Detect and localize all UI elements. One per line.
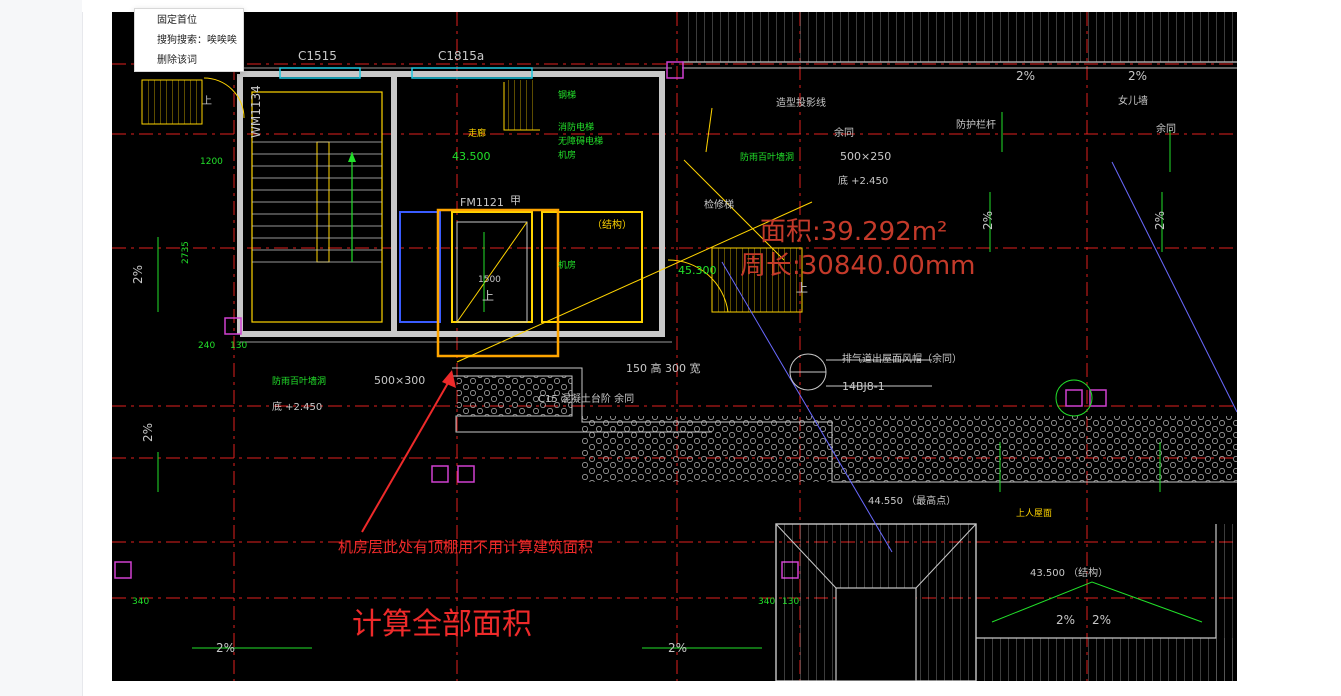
label-di-2: 底 +2.450 xyxy=(272,400,322,413)
label-up-center: 上 xyxy=(482,289,494,303)
window-c1515 xyxy=(279,67,361,79)
label-paiqi: 排气道出屋面风帽（余同） xyxy=(842,352,962,365)
paving-hatch xyxy=(582,416,1237,482)
label-c1515: C1515 xyxy=(298,49,337,63)
stair-outline xyxy=(251,91,383,323)
label-dim-240: 240 xyxy=(198,341,215,351)
label-fangyu-2: 防雨百叶墙洞 xyxy=(272,375,326,387)
label-di-1: 底 +2.450 xyxy=(838,174,888,187)
label-zoulang: 走廊 xyxy=(468,127,486,139)
label-slope-right: 2% xyxy=(1153,211,1167,230)
label-fanshui: 150 高 300 宽 xyxy=(626,361,700,375)
drawing-text: C1515 C1815a WM1134 上 FM1121 甲 43.500 走廊… xyxy=(131,49,1176,655)
walls xyxy=(237,71,665,337)
label-slope-left: 2% xyxy=(131,265,145,284)
left-gutter xyxy=(0,0,83,696)
cad-background xyxy=(112,12,1237,681)
annotation-arrow xyxy=(361,375,453,533)
right-margin xyxy=(1237,12,1341,696)
annotation-calc: 计算全部面积 xyxy=(352,607,532,642)
label-wuzhang: 无障碍电梯 xyxy=(558,135,603,147)
label-slope-2: 2% xyxy=(1128,69,1147,83)
label-slope-bottom-1: 2% xyxy=(216,641,235,655)
label-yutong-2: 余同 xyxy=(1156,122,1176,135)
label-shangren: 上人屋面 xyxy=(1016,508,1052,519)
area-selection-outline[interactable] xyxy=(436,208,560,358)
label-jbj: 14BJ8-1 xyxy=(842,380,885,393)
menu-item-sogou-search[interactable]: 搜狗搜索：唉唉唉 xyxy=(157,35,237,46)
label-zaoxing: 造型投影线 xyxy=(776,96,826,109)
label-tieti: 钢梯 xyxy=(558,89,576,101)
label-level-43500b: 43.500 （结构） xyxy=(1030,566,1108,579)
label-fangyu-1: 防雨百叶墙洞 xyxy=(740,151,794,163)
label-level-43500: 43.500 xyxy=(452,150,491,163)
measure-perimeter: 周长:30840.00mm xyxy=(740,251,975,281)
axis-lines xyxy=(112,12,1237,681)
menu-item-delete-word[interactable]: 删除该词 xyxy=(157,55,197,66)
label-dim-340b: 340 xyxy=(758,597,775,607)
label-xiaofang: 消防电梯 xyxy=(558,121,594,133)
label-dim-2735: 2735 xyxy=(181,241,191,264)
label-c15: C15 混凝土台阶 余同 xyxy=(538,392,634,405)
label-c1815: C1815a xyxy=(438,49,484,63)
label-slope-1: 2% xyxy=(1016,69,1035,83)
label-jiegou: （结构） xyxy=(592,218,632,231)
label-up-right: 上 xyxy=(796,281,808,295)
label-jianxiuti: 检修梯 xyxy=(704,198,734,211)
label-jifang2: 机房 xyxy=(558,259,576,271)
cad-drawing-svg: C1515 C1815a WM1134 上 FM1121 甲 43.500 走廊… xyxy=(112,12,1237,681)
label-jia: 甲 xyxy=(510,194,521,207)
top-strip xyxy=(82,0,1341,12)
label-size-1: 500×250 xyxy=(840,150,891,163)
label-dim-130b: 130 xyxy=(782,597,799,607)
slope-arrows xyxy=(157,112,1171,649)
label-jifang: 机房 xyxy=(558,149,576,161)
window-c1815 xyxy=(411,67,533,79)
label-slope-bottom-4: 2% xyxy=(1092,613,1111,627)
label-level-44550: 44.550 （最高点） xyxy=(868,494,956,507)
stair-treads xyxy=(252,141,382,263)
label-wm1134: WM1134 xyxy=(249,85,263,138)
label-level-45300: 45.300 xyxy=(678,264,717,277)
label-fanghu: 防护栏杆 xyxy=(956,118,996,131)
label-size-2: 500×300 xyxy=(374,374,425,387)
label-dim-1500: 1500 xyxy=(478,275,501,285)
label-dim-340: 340 xyxy=(132,597,149,607)
label-slope-mid: 2% xyxy=(981,211,995,230)
label-slope-bottom-3: 2% xyxy=(1056,613,1075,627)
label-fm1121: FM1121 xyxy=(460,196,504,209)
cad-drawing-canvas[interactable]: C1515 C1815a WM1134 上 FM1121 甲 43.500 走廊… xyxy=(112,12,1237,681)
label-slope-left-2: 2% xyxy=(141,423,155,442)
measure-area: 面积:39.292m² xyxy=(760,217,948,247)
label-slope-bottom-2: 2% xyxy=(668,641,687,655)
roof-hatch-top xyxy=(682,12,1237,62)
label-dim-1200: 1200 xyxy=(200,157,223,167)
label-nver: 女儿墙 xyxy=(1118,94,1148,107)
lower-roof xyxy=(775,523,1237,681)
label-yutong-1: 余同 xyxy=(834,126,854,139)
label-dim-130: 130 xyxy=(230,341,247,351)
menu-item-pin-first[interactable]: 固定首位 xyxy=(157,15,197,26)
context-menu: 固定首位 搜狗搜索：唉唉唉 删除该词 xyxy=(134,8,244,72)
annotation-note: 机房层此处有顶棚用不用计算建筑面积 xyxy=(338,538,593,556)
label-up-left: 上 xyxy=(202,95,212,107)
